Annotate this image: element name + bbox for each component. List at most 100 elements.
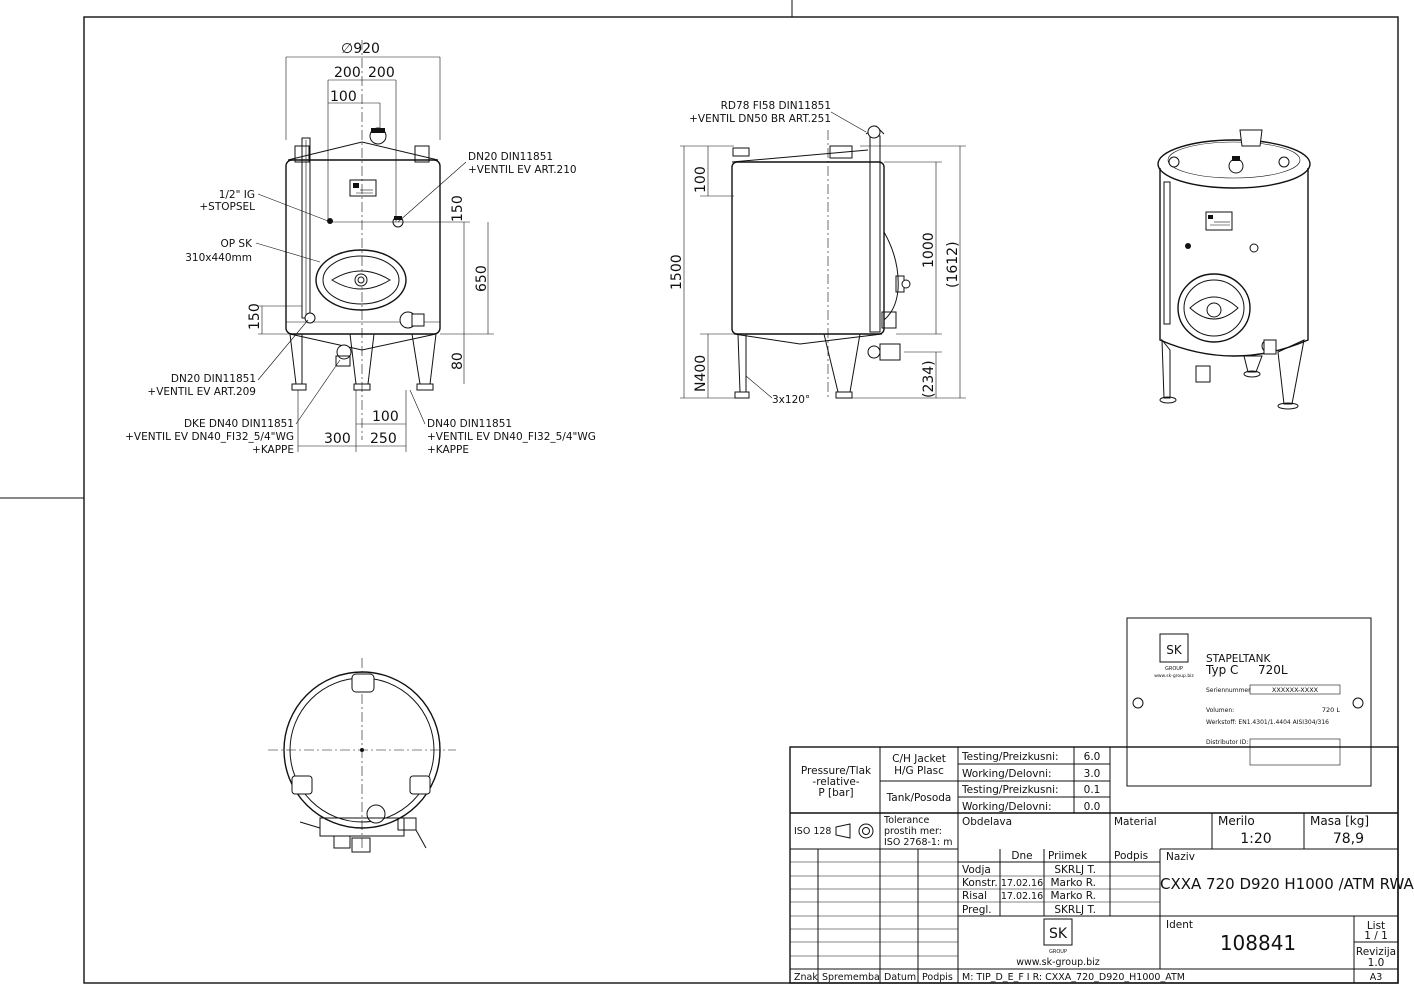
side-dim-1000: 1000 [921, 232, 937, 268]
dim-250: 250 [370, 431, 397, 447]
side-dim-100: 100 [693, 166, 709, 193]
side-dim-n400: N400 [693, 355, 709, 392]
col-podpis: Podpis [1114, 850, 1148, 862]
pressure-label-3: P [bar] [818, 787, 853, 799]
nameplate-logo: SK [1166, 643, 1183, 657]
tank-label: Tank/Posoda [886, 792, 952, 804]
person-name-2: Marko R. [1050, 877, 1096, 889]
side-dim-legs: 3x120° [772, 394, 810, 406]
footer-podpis: Podpis [922, 972, 953, 983]
person-date-3: 17.02.16 [1001, 891, 1043, 902]
callout-dke-1: DKE DN40 DIN11851 [184, 418, 294, 430]
person-role-1: Vodja [962, 864, 991, 876]
footer-sprememba: Sprememba [822, 972, 880, 983]
title-block: Pressure/Tlak -relative- P [bar] C/H Jac… [789, 746, 1414, 984]
masa-value: 78,9 [1333, 831, 1364, 847]
side-dim-1500: 1500 [669, 254, 685, 290]
person-name-3: Marko R. [1050, 890, 1096, 902]
side-dim-234: (234) [921, 360, 937, 398]
footer-format: A3 [1370, 972, 1383, 983]
merilo-value: 1:20 [1240, 831, 1271, 847]
nameplate-title: STAPELTANK [1206, 653, 1271, 665]
dim-80: 80 [450, 352, 466, 370]
naziv-value: CXXA 720 D920 H1000 /ATM RWA [1160, 875, 1414, 893]
side-view: 100 1500 N400 1000 (1612) (234) 3x120° R… [669, 100, 966, 406]
merilo-label: Merilo [1218, 814, 1255, 828]
person-name-1: SKRLJ T. [1054, 864, 1096, 876]
col-dne: Dne [1011, 850, 1032, 862]
footer-file: M: TIP_D_E_F I R: CXXA_720_D920_H1000_AT… [962, 972, 1185, 983]
nameplate-logo-sub: GROUP [1165, 666, 1183, 672]
row-label-4: Working/Delovni: [962, 801, 1052, 813]
nameplate-volume-label: Volumen: [1206, 707, 1234, 714]
nameplate-serial-value: XXXXXX-XXXX [1272, 686, 1319, 694]
person-date-2: 17.02.16 [1001, 878, 1043, 889]
callout-dn20-top-2: +VENTIL EV ART.210 [468, 164, 577, 176]
front-view: ∅920 200 200 100 150 650 80 150 100 300 … [247, 40, 494, 452]
material-label: Material [1114, 816, 1157, 828]
side-callout-2: +VENTIL DN50 BR ART.251 [689, 113, 831, 125]
callout-opsk-1: OP SK [221, 238, 254, 250]
dim-150-top: 150 [450, 195, 466, 222]
callout-dn20-bottom-2: +VENTIL EV ART.209 [147, 386, 256, 398]
person-role-3: Risal [962, 890, 987, 902]
callout-ig-1: 1/2" IG [219, 189, 255, 201]
dim-100-bottom: 100 [372, 409, 399, 425]
col-priimek: Priimek [1048, 850, 1088, 862]
nameplate-logo-url: www.sk-group.biz [1154, 673, 1194, 679]
callout-dn40-3: +KAPPE [427, 444, 469, 456]
callout-dn40-1: DN40 DIN11851 [427, 418, 512, 430]
nameplate: SK GROUP www.sk-group.biz STAPELTANK Typ… [1126, 617, 1372, 787]
row-value-3: 0.1 [1084, 784, 1101, 796]
dim-650: 650 [474, 265, 490, 292]
callout-dke-2: +VENTIL EV DN40_FI32_5/4"WG [125, 431, 294, 443]
tolerance-2: prostih mer: [884, 826, 942, 837]
jacket-label-1: C/H Jacket [892, 753, 946, 765]
nameplate-serial-label: Seriennummer [1206, 687, 1251, 694]
callout-opsk-2: 310x440mm [185, 252, 252, 264]
row-value-1: 6.0 [1084, 751, 1101, 763]
ident-label: Ident [1166, 919, 1193, 931]
list-value: 1 / 1 [1364, 930, 1388, 942]
tolerance-1: Tolerance [883, 815, 929, 826]
tolerance-3: ISO 2768-1: m [884, 837, 952, 848]
nameplate-distributor-label: Distributor ID: [1206, 739, 1248, 746]
row-label-2: Working/Delovni: [962, 768, 1052, 780]
callout-dke-3: +KAPPE [252, 444, 294, 456]
side-dim-1612: (1612) [945, 241, 961, 288]
callout-dn20-top-1: DN20 DIN11851 [468, 151, 553, 163]
nameplate-volume-big: 720L [1258, 663, 1288, 677]
callout-ig-2: +STOPSEL [199, 201, 255, 213]
sheet-frame [0, 0, 1399, 984]
row-value-4: 0.0 [1084, 801, 1101, 813]
titleblock-website: www.sk-group.biz [1016, 957, 1100, 968]
side-callout-1: RD78 FI58 DIN11851 [721, 100, 831, 112]
dim-diameter: ∅920 [341, 41, 380, 57]
titleblock-logo-sub: GROUP [1049, 949, 1067, 955]
person-role-2: Konstr. [962, 877, 998, 889]
naziv-label: Naziv [1166, 851, 1195, 863]
person-name-4: SKRLJ T. [1054, 904, 1096, 916]
footer-znak: Znak [794, 972, 818, 983]
dim-200-left: 200 [334, 65, 361, 81]
titleblock-logo: SK [1049, 926, 1068, 942]
row-label-3: Testing/Preizkusni: [961, 784, 1059, 796]
nameplate-volume-value: 720 L [1322, 706, 1340, 714]
dim-150-bottom: 150 [247, 303, 263, 330]
isometric-view [1157, 129, 1311, 410]
ident-value: 108841 [1220, 931, 1296, 955]
revizija-label: Revizija [1356, 946, 1396, 958]
row-label-1: Testing/Preizkusni: [961, 751, 1059, 763]
list-label: List [1367, 920, 1385, 932]
iso-label: ISO 128 [794, 826, 831, 837]
callout-dn20-bottom-1: DN20 DIN11851 [171, 373, 256, 385]
jacket-label-2: H/G Plasc [894, 765, 944, 777]
revizija-value: 1.0 [1368, 957, 1385, 969]
front-view-callouts: 1/2" IG +STOPSEL OP SK 310x440mm DN20 DI… [125, 151, 596, 456]
row-value-2: 3.0 [1084, 768, 1101, 780]
person-role-4: Pregl. [962, 904, 992, 916]
nameplate-material: Werkstoff: EN1.4301/1.4404 AISI304/316 [1206, 719, 1329, 726]
nameplate-type: Typ C [1205, 663, 1238, 677]
masa-label: Masa [kg] [1310, 814, 1369, 828]
obdelava-label: Obdelava [962, 816, 1012, 828]
